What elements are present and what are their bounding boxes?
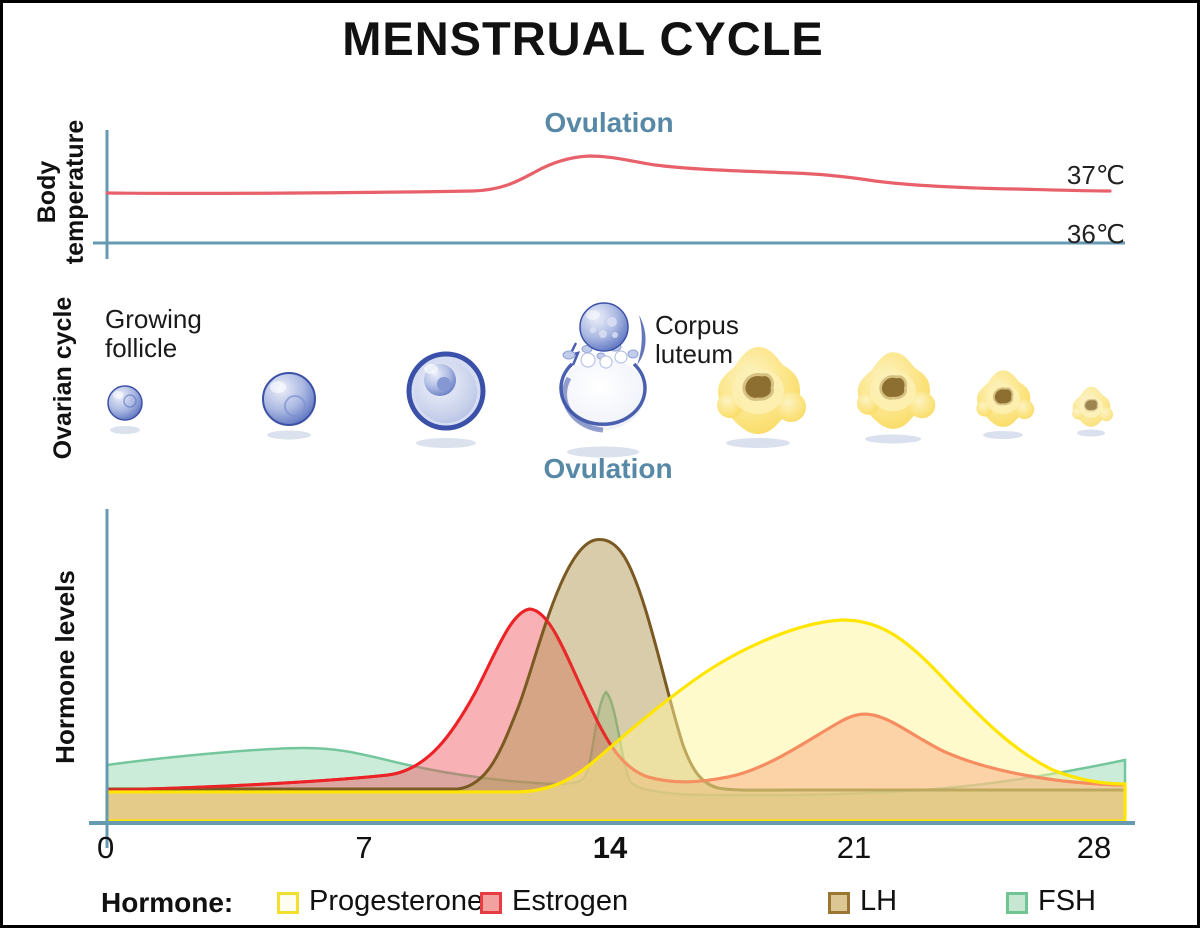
legend-label-fsh: FSH xyxy=(1038,885,1096,917)
legend-label-estrogen: Estrogen xyxy=(512,885,629,917)
corpus-luteum-regressing xyxy=(975,369,1036,428)
temp-37c-label: 37℃ xyxy=(1066,160,1125,190)
corpus-albicans xyxy=(1071,386,1114,428)
lh-swatch-icon xyxy=(828,892,850,914)
ovarian-cycle-graphics xyxy=(107,302,1114,458)
released-egg xyxy=(579,302,629,352)
ovulation-label-hormone: Ovulation xyxy=(543,453,673,484)
foam xyxy=(580,350,628,369)
ovulation-label-temperature: Ovulation xyxy=(544,107,674,138)
corpus-luteum-mature xyxy=(855,350,937,431)
diagram-canvas xyxy=(89,130,1135,848)
egg-speckles xyxy=(590,314,618,338)
temperature-panel-graphics xyxy=(93,130,1125,259)
x-tick-7: 7 xyxy=(355,830,373,865)
x-tick-28: 28 xyxy=(1076,830,1112,865)
page-title: MENSTRUAL CYCLE xyxy=(342,12,824,65)
x-tick-0: 0 xyxy=(97,830,115,865)
growing-follicle-label: Growing follicle xyxy=(105,304,202,364)
mature-follicle xyxy=(406,351,486,431)
fsh-swatch-icon xyxy=(1006,892,1028,914)
follicle-shadows xyxy=(110,426,1105,458)
legend-label-progesterone: Progesterone xyxy=(309,885,484,917)
growing-follicle xyxy=(262,372,316,426)
hormone-chart-graphics xyxy=(89,509,1135,848)
x-tick-14: 14 xyxy=(592,830,628,865)
small-follicle xyxy=(107,385,143,421)
legend-label-lh: LH xyxy=(860,885,898,917)
x-tick-21: 21 xyxy=(836,830,872,865)
progesterone-swatch-icon xyxy=(277,892,299,914)
hormone-axis-label: Hormone levels xyxy=(50,570,80,764)
ovulation-egg-release xyxy=(559,302,647,433)
temp-36c-label: 36℃ xyxy=(1066,219,1125,249)
ovarian-axis-label: Ovarian cycle xyxy=(49,296,77,460)
temperature-axis-label: Body temperature xyxy=(33,119,89,265)
estrogen-swatch-icon xyxy=(480,892,502,914)
temperature-curve xyxy=(105,154,1112,195)
corpus-luteum-label: Corpus luteum xyxy=(655,310,739,370)
progesterone-curve xyxy=(105,618,1127,823)
legend-title: Hormone: xyxy=(101,887,234,918)
